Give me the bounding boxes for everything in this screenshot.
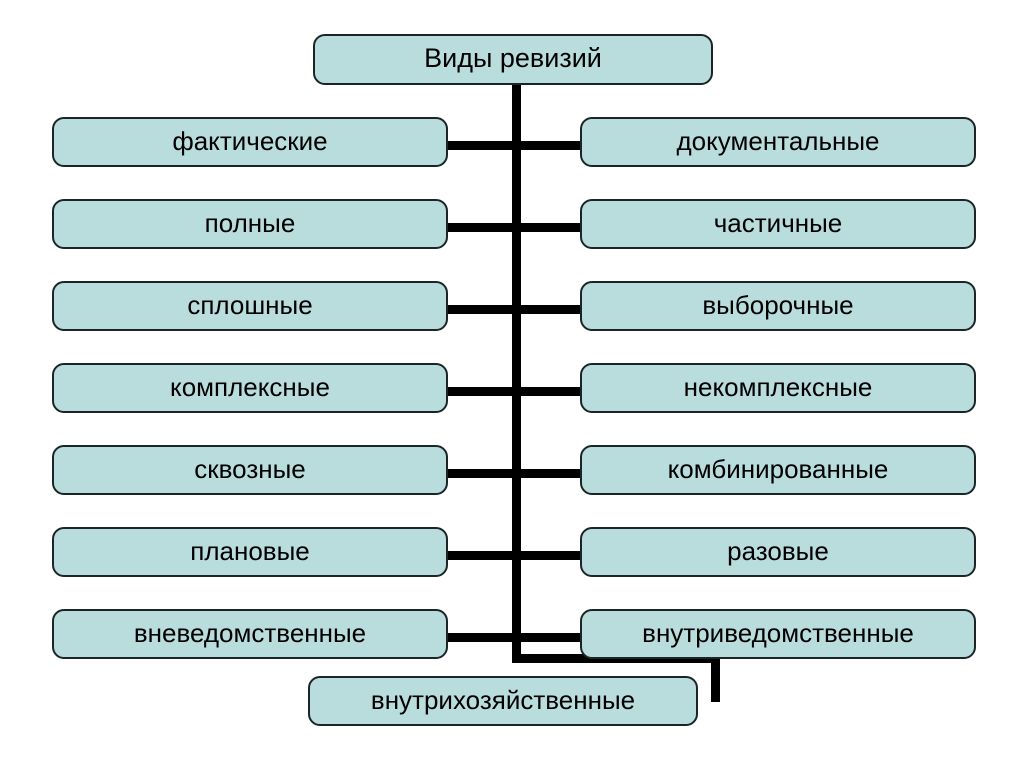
row-connector-2-right <box>512 223 582 232</box>
node-right-6[interactable]: разовые <box>580 527 976 577</box>
node-left-3[interactable]: сплошные <box>52 281 448 331</box>
row-connector-7-left <box>448 633 516 642</box>
row-connector-1-left <box>448 141 516 150</box>
node-left-5-label: сквозные <box>194 454 306 484</box>
node-left-7-label: вневедомственные <box>133 618 367 648</box>
bottom-node-label: внутрихозяйственные <box>370 685 636 715</box>
node-left-4[interactable]: комплексные <box>52 363 448 413</box>
node-right-3-label: выборочные <box>702 290 854 320</box>
node-right-4[interactable]: некомплексные <box>580 363 976 413</box>
row-connector-6-left <box>448 551 516 560</box>
node-right-1[interactable]: документальные <box>580 117 976 167</box>
node-right-2[interactable]: частичные <box>580 199 976 249</box>
node-right-5-label: комбинированные <box>667 454 889 484</box>
node-left-7[interactable]: вневедомственные <box>52 609 448 659</box>
row-connector-3-left <box>448 305 516 314</box>
node-left-6[interactable]: плановые <box>52 527 448 577</box>
row-connector-1-right <box>512 141 582 150</box>
node-right-7-label: внутриведомственные <box>642 618 914 648</box>
row-connector-7-right <box>512 633 582 642</box>
node-right-7[interactable]: внутриведомственные <box>580 609 976 659</box>
row-connector-2-left <box>448 223 516 232</box>
node-left-1-label: фактические <box>172 126 328 156</box>
node-left-6-label: плановые <box>190 536 310 566</box>
row-connector-4-left <box>448 387 516 396</box>
node-right-5[interactable]: комбинированные <box>580 445 976 495</box>
bottom-node[interactable]: внутрихозяйственные <box>308 676 698 726</box>
node-left-5[interactable]: сквозные <box>52 445 448 495</box>
root-node-label: Виды ревизий <box>424 43 602 73</box>
node-right-1-label: документальные <box>676 126 880 156</box>
root-node[interactable]: Виды ревизий <box>313 34 713 85</box>
node-left-4-label: комплексные <box>170 372 330 402</box>
node-left-3-label: сплошные <box>187 290 313 320</box>
node-left-2-label: полные <box>204 208 296 238</box>
row-connector-3-right <box>512 305 582 314</box>
spine-vertical-connector <box>512 84 521 663</box>
row-connector-5-left <box>448 469 516 478</box>
row-connector-6-right <box>512 551 582 560</box>
bottom-elbow-vertical <box>711 654 720 702</box>
node-left-2[interactable]: полные <box>52 199 448 249</box>
node-right-2-label: частичные <box>713 208 843 238</box>
row-connector-4-right <box>512 387 582 396</box>
node-left-1[interactable]: фактические <box>52 117 448 167</box>
node-right-3[interactable]: выборочные <box>580 281 976 331</box>
row-connector-5-right <box>512 469 582 478</box>
node-right-4-label: некомплексные <box>683 372 873 402</box>
node-right-6-label: разовые <box>727 536 829 566</box>
